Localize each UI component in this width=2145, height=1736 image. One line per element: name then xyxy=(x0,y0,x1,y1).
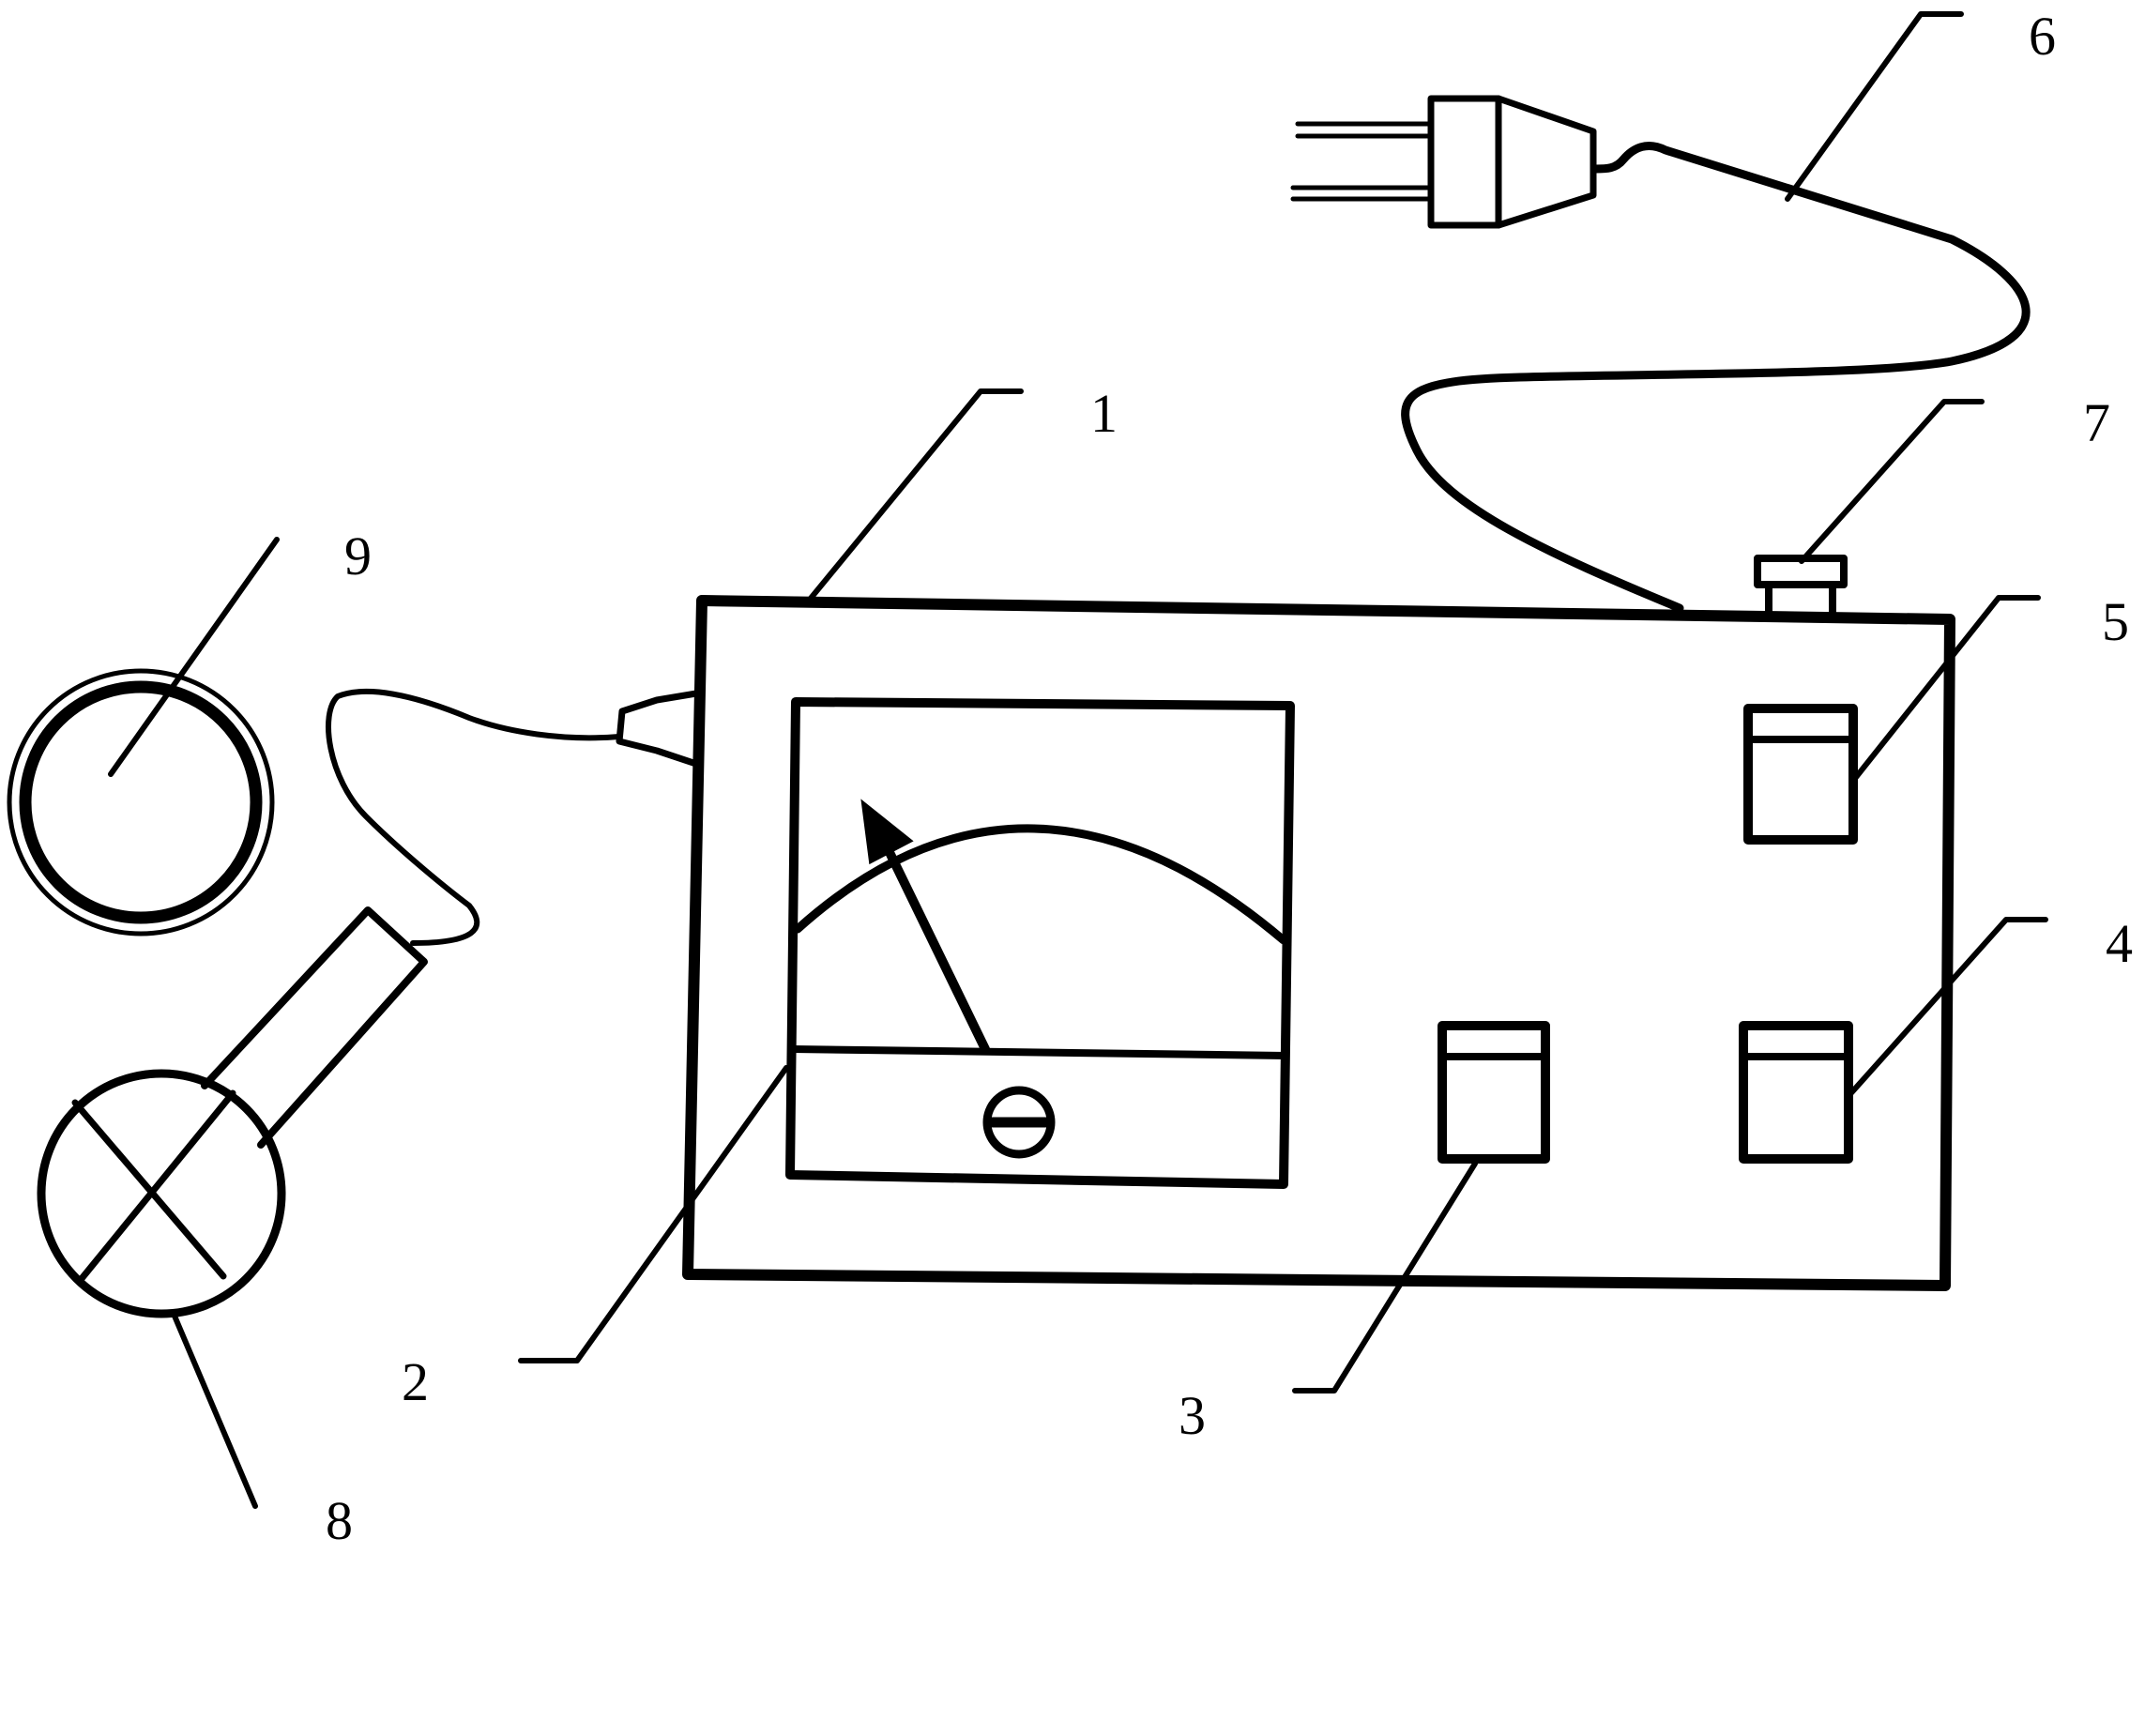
device-housing xyxy=(682,595,1955,1291)
reference-labels: 1 2 3 4 5 6 7 8 9 xyxy=(326,6,2133,1551)
label-top-knob: 7 xyxy=(2083,392,2110,453)
probe-cable xyxy=(326,688,622,946)
ring xyxy=(7,668,275,937)
label-switch-3: 3 xyxy=(1179,1385,1206,1446)
label-meter: 2 xyxy=(402,1351,429,1412)
label-switch-5: 5 xyxy=(2102,591,2129,652)
label-ring: 9 xyxy=(344,525,372,586)
probe xyxy=(37,906,428,1318)
switch-4 xyxy=(1739,1021,1853,1164)
analog-meter xyxy=(785,697,1295,1189)
top-knob xyxy=(1754,555,1848,622)
label-switch-4: 4 xyxy=(2106,913,2133,974)
switch-3 xyxy=(1438,1021,1550,1164)
meter-needle-tip xyxy=(860,799,914,865)
label-power-cord: 6 xyxy=(2029,6,2056,67)
side-connector xyxy=(616,689,706,769)
label-housing: 1 xyxy=(1090,383,1118,444)
label-probe: 8 xyxy=(326,1490,353,1551)
leader-lines xyxy=(108,11,2048,1509)
zero-adjust-screw-icon xyxy=(982,1086,1056,1159)
power-plug-icon xyxy=(1290,95,1597,229)
switch-5 xyxy=(1743,704,1858,845)
power-cord xyxy=(1290,95,2031,613)
